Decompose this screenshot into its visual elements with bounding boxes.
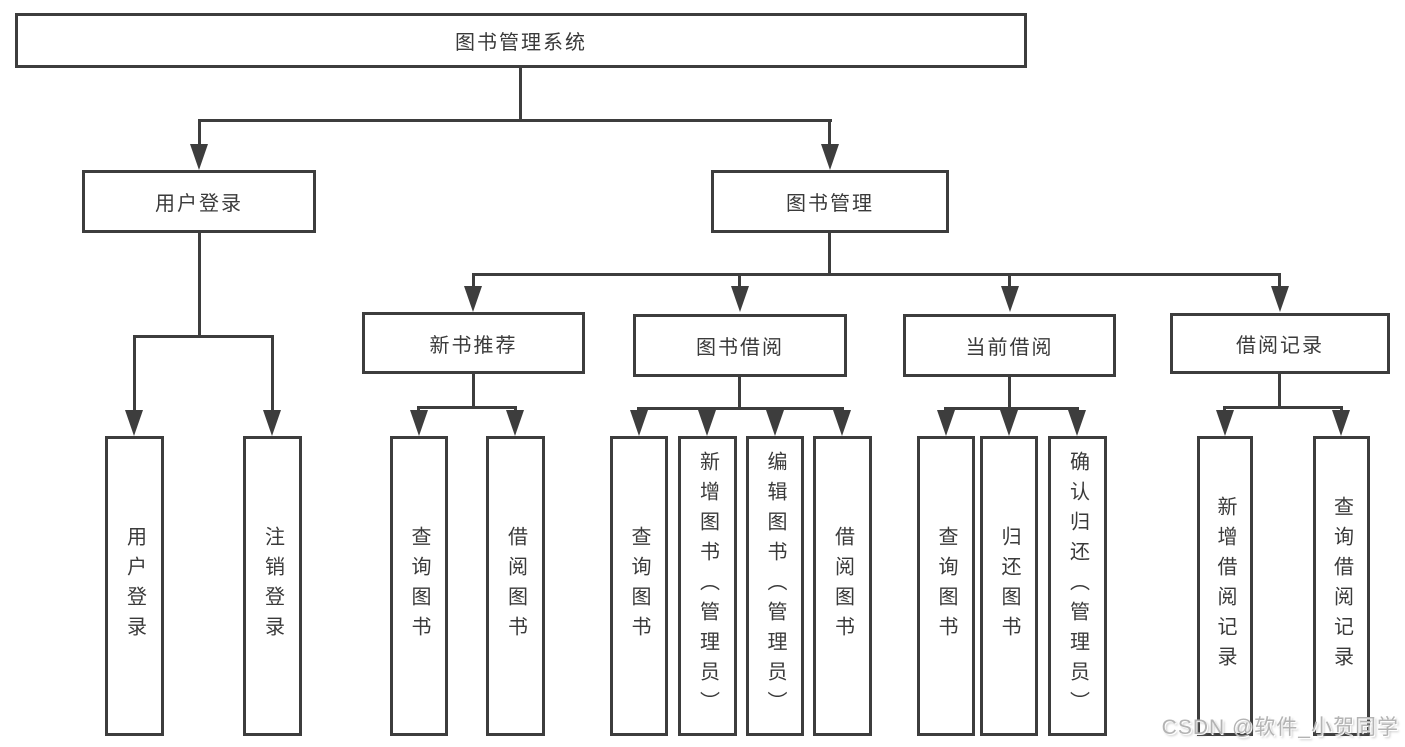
node-label: 当前借阅 (965, 337, 1054, 359)
connector-line (944, 407, 1079, 410)
node-book-management: 图书管理 (711, 170, 949, 233)
leaf-query-books-current: 查询图书 (917, 436, 975, 736)
arrow-down-icon (263, 410, 281, 436)
arrow-down-icon (833, 410, 851, 436)
leaf-label: 借阅图书 (504, 526, 527, 646)
leaf-add-borrow-record: 新增借阅记录 (1197, 436, 1253, 736)
connector-line (133, 335, 274, 338)
connector-line (738, 273, 741, 289)
arrow-down-icon (1001, 286, 1019, 312)
connector-line (198, 119, 832, 122)
leaf-label: 新增图书（管理员） (696, 451, 719, 721)
node-new-book-recommend: 新书推荐 (362, 312, 585, 374)
connector-line (519, 66, 522, 122)
leaf-label: 查询图书 (408, 526, 430, 646)
leaf-borrow-books: 借阅图书 (813, 436, 872, 736)
node-label: 图书借阅 (696, 337, 784, 359)
connector-line (472, 374, 475, 409)
node-label: 图书管理系统 (455, 32, 587, 54)
leaf-borrow-books-recommend: 借阅图书 (486, 436, 545, 736)
arrow-down-icon (821, 144, 839, 170)
node-label: 新书推荐 (429, 334, 518, 357)
arrow-down-icon (1216, 410, 1234, 436)
node-book-borrow: 图书借阅 (633, 314, 847, 377)
connector-line (472, 273, 475, 289)
leaf-label: 编辑图书（管理员） (764, 451, 786, 721)
leaf-label: 查询借阅记录 (1330, 496, 1353, 676)
arrow-down-icon (937, 410, 955, 436)
connector-line (1223, 406, 1343, 409)
leaf-label: 借阅图书 (831, 526, 854, 646)
connector-line (133, 335, 136, 413)
leaf-query-borrow-record: 查询借阅记录 (1313, 436, 1370, 736)
arrow-down-icon (1068, 410, 1086, 436)
leaf-label: 确认归还（管理员） (1066, 451, 1089, 721)
connector-line (472, 273, 1281, 276)
node-label: 用户登录 (155, 193, 243, 215)
leaf-query-books-borrow: 查询图书 (610, 436, 668, 736)
arrow-down-icon (1332, 410, 1350, 436)
connector-line (828, 119, 831, 147)
arrow-down-icon (464, 286, 482, 312)
connector-line (1278, 273, 1281, 289)
leaf-label: 查询图书 (628, 526, 650, 646)
leaf-confirm-return-admin: 确认归还（管理员） (1048, 436, 1107, 736)
leaf-label: 注销登录 (261, 526, 284, 646)
connector-line (1008, 377, 1011, 410)
arrow-down-icon (698, 410, 716, 436)
arrow-down-icon (1000, 410, 1018, 436)
leaf-logout: 注销登录 (243, 436, 302, 736)
connector-line (1008, 273, 1011, 289)
connector-line (198, 233, 201, 338)
arrow-down-icon (190, 144, 208, 170)
leaf-add-books-admin: 新增图书（管理员） (678, 436, 737, 736)
leaf-edit-books-admin: 编辑图书（管理员） (746, 436, 804, 736)
leaf-label: 用户登录 (123, 526, 146, 646)
arrow-down-icon (731, 286, 749, 312)
connector-line (828, 233, 831, 276)
leaf-label: 归还图书 (998, 526, 1020, 646)
node-borrow-records: 借阅记录 (1170, 313, 1390, 374)
leaf-label: 查询图书 (935, 526, 957, 646)
connector-line (1278, 374, 1281, 409)
node-label: 借阅记录 (1236, 335, 1324, 357)
arrow-down-icon (630, 410, 648, 436)
csdn-watermark: CSDN @软件_小贺同学 (1161, 716, 1399, 739)
connector-line (198, 119, 201, 147)
connector-line (738, 377, 741, 410)
connector-line (417, 406, 517, 409)
arrow-down-icon (1271, 286, 1289, 312)
arrow-down-icon (766, 410, 784, 436)
arrow-down-icon (506, 410, 524, 436)
leaf-return-books: 归还图书 (980, 436, 1038, 736)
connector-line (637, 407, 844, 410)
arrow-down-icon (410, 410, 428, 436)
leaf-label: 新增借阅记录 (1214, 496, 1236, 676)
leaf-user-login: 用户登录 (105, 436, 164, 736)
arrow-down-icon (125, 410, 143, 436)
leaf-query-books-recommend: 查询图书 (390, 436, 448, 736)
node-current-borrow: 当前借阅 (903, 314, 1116, 377)
node-user-login: 用户登录 (82, 170, 316, 233)
connector-line (271, 335, 274, 413)
node-library-system: 图书管理系统 (15, 13, 1027, 68)
node-label: 图书管理 (786, 193, 874, 215)
